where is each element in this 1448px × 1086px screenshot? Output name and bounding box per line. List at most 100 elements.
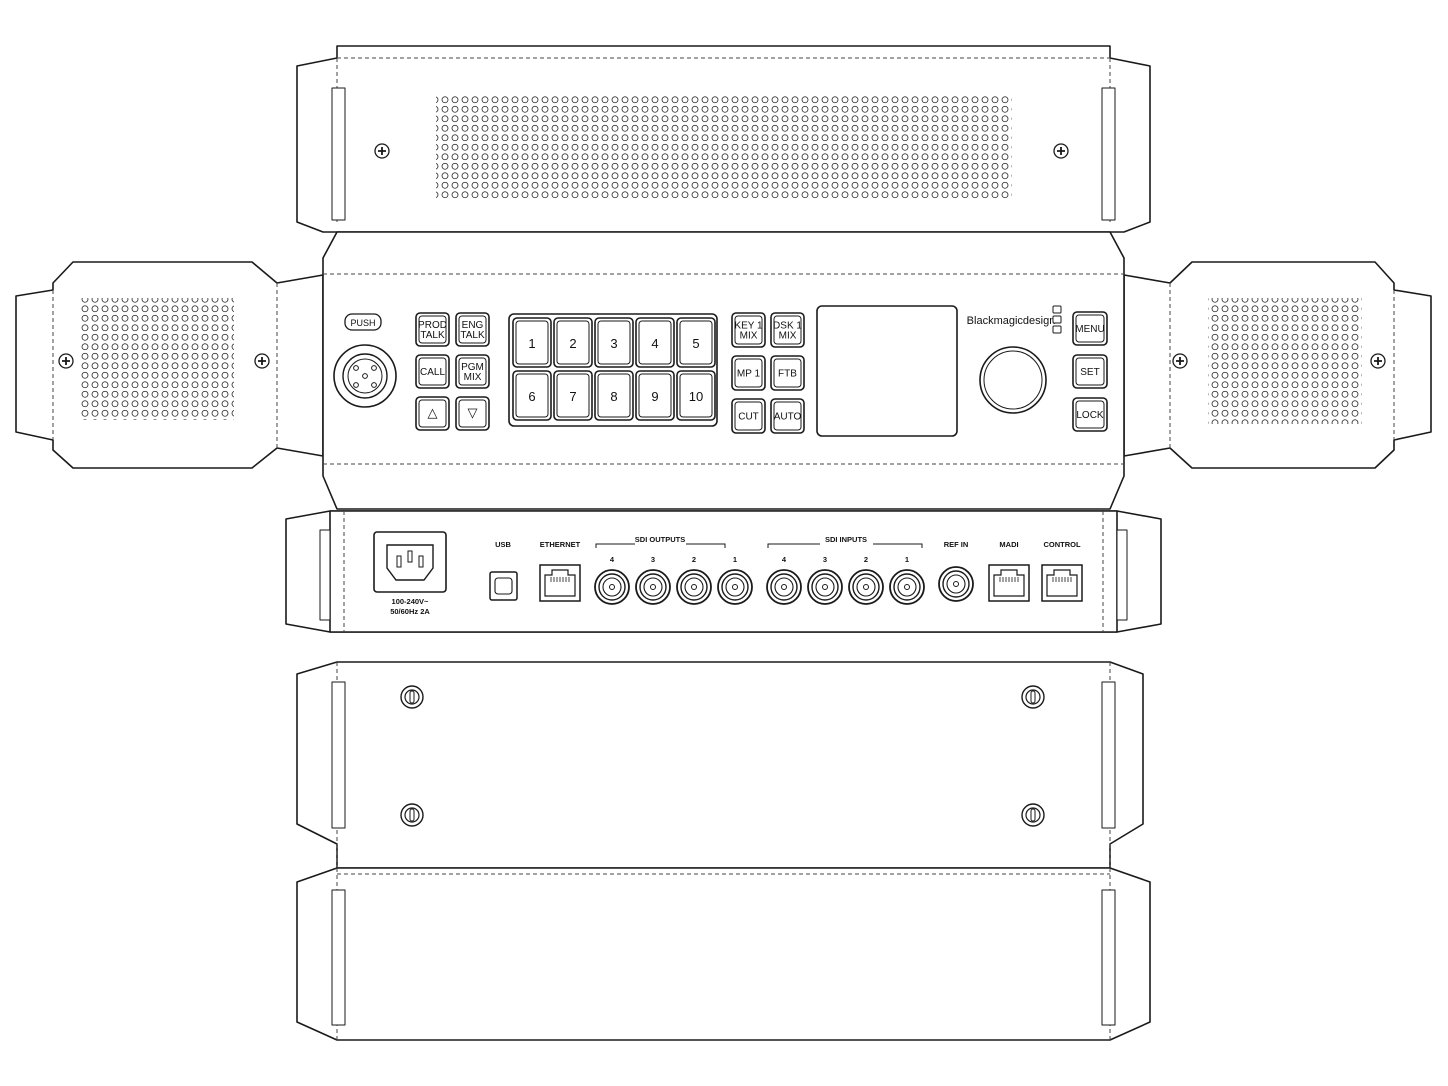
number-key-label: 4 [651,336,658,351]
sdi-inputs-label: SDI INPUTS [825,535,867,544]
arrow-down-button[interactable]: ▽ [455,396,490,431]
number-key-2[interactable]: 2 [553,317,593,368]
jog-wheel[interactable] [979,346,1047,414]
number-key-3[interactable]: 3 [594,317,634,368]
cut-button-label: CUT [738,412,759,423]
menu-button-label: MENU [1075,324,1104,335]
sdi-output-1-bnc-port[interactable] [717,569,753,605]
auto-button-label: AUTO [774,412,802,423]
sdi-outputs-label: SDI OUTPUTS [635,535,685,544]
pgm-mix-button-label: PGM [461,362,484,373]
dsk1-mix-button-label: MIX [779,331,797,342]
prod-talk-button-label: PROD [418,320,447,331]
sdi-output-number-label: 1 [733,555,737,564]
cut-button[interactable]: CUT [731,398,766,434]
auto-button[interactable]: AUTO [770,398,805,434]
arrow-up-button-label: △ [428,405,438,420]
number-key-10[interactable]: 10 [676,370,716,421]
number-key-label: 8 [610,389,617,404]
rubber-foot-icon [400,685,424,709]
sdi-output-number-label: 3 [651,555,655,564]
left-vent-grille [80,298,234,420]
number-key-4[interactable]: 4 [635,317,675,368]
set-button[interactable]: SET [1072,354,1108,389]
rubber-foot-icon [1021,803,1045,827]
number-key-label: 5 [692,336,699,351]
eng-talk-button-label: TALK [460,330,485,341]
xlr-push-label: PUSH [350,318,375,328]
lock-button[interactable]: LOCK [1072,397,1108,432]
ftb-button[interactable]: FTB [770,355,805,391]
top-vent-grille [436,95,1012,199]
madi-label: MADI [999,540,1018,549]
madi-port[interactable] [988,564,1030,602]
right-vent-grille [1208,298,1362,424]
number-key-label: 3 [610,336,617,351]
sdi-input-number-label: 3 [823,555,827,564]
number-key-label: 6 [528,389,535,404]
ethernet-port[interactable] [539,564,581,602]
sdi-input-number-label: 1 [905,555,909,564]
lcd-screen [816,305,958,437]
sdi-input-1-bnc-port[interactable] [889,569,925,605]
number-key-label: 10 [689,389,703,404]
brand-logo-icon [1052,305,1062,334]
sdi-output-number-label: 2 [692,555,696,564]
xlr-headset-connector[interactable]: PUSH [333,313,397,408]
ethernet-label: ETHERNET [540,540,581,549]
arrow-up-button[interactable]: △ [415,396,450,431]
control-port[interactable] [1041,564,1083,602]
sdi-output-2-bnc-port[interactable] [676,569,712,605]
sdi-input-3-bnc-port[interactable] [807,569,843,605]
number-keypad: 1 2 3 4 5 6 7 8 9 10 [508,313,718,427]
usb-port[interactable] [489,571,518,601]
number-key-6[interactable]: 6 [512,370,552,421]
menu-button[interactable]: MENU [1072,311,1108,346]
number-key-1[interactable]: 1 [512,317,552,368]
ref-in-bnc-port[interactable] [938,566,974,602]
usb-label: USB [495,540,511,549]
eng-talk-button-label: ENG [462,320,484,331]
number-key-label: 9 [651,389,658,404]
power-inlet[interactable] [373,531,447,593]
rear-panel: 100-240V~ 50/60Hz 2A USB ETHERNET SDI OU… [285,510,1162,633]
right-side-panel [1123,261,1432,469]
number-key-5[interactable]: 5 [676,317,716,368]
mp1-button[interactable]: MP 1 [731,355,766,391]
sdi-input-4-bnc-port[interactable] [766,569,802,605]
dsk1-mix-button-label: DSK 1 [773,321,802,332]
left-side-panel [15,261,324,469]
arrow-down-button-label: ▽ [468,405,478,420]
ref-in-label: REF IN [944,540,969,549]
sdi-input-number-label: 4 [782,555,787,564]
sdi-output-3-bnc-port[interactable] [635,569,671,605]
key1-mix-button-label: MIX [740,331,758,342]
number-key-7[interactable]: 7 [553,370,593,421]
control-label: CONTROL [1043,540,1080,549]
bottom-panel [296,661,1144,869]
call-button-label: CALL [420,367,445,378]
screw-icon [1172,353,1188,369]
number-key-8[interactable]: 8 [594,370,634,421]
number-key-label: 2 [569,336,576,351]
lock-button-label: LOCK [1076,410,1104,421]
back-panel [296,867,1151,1041]
sdi-input-2-bnc-port[interactable] [848,569,884,605]
call-button[interactable]: CALL [415,354,450,389]
rubber-foot-icon [400,803,424,827]
key1-mix-button-label: KEY 1 [734,321,763,332]
power-rating-line1: 100-240V~ [392,597,430,606]
number-key-label: 7 [569,389,576,404]
sdi-output-4-bnc-port[interactable] [594,569,630,605]
pgm-mix-button-label: MIX [464,372,482,383]
number-key-9[interactable]: 9 [635,370,675,421]
screw-icon [1370,353,1386,369]
brand-logo-text: Blackmagicdesign [967,315,1056,327]
